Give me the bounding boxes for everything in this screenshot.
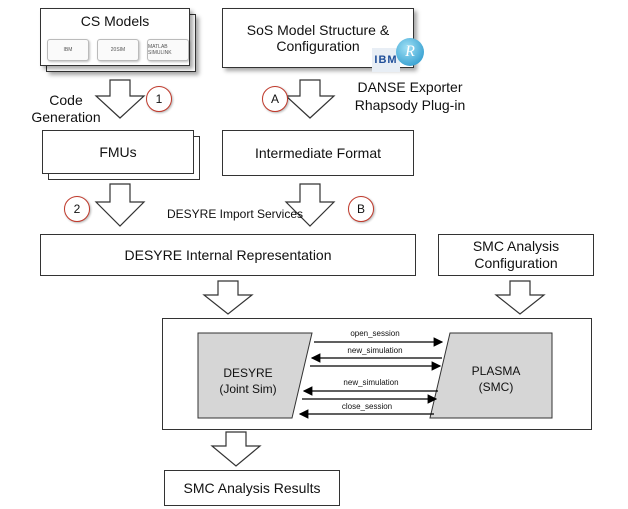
arrow-sos-to-intermediate (284, 79, 336, 119)
msg-new-simulation-1: new_simulation (347, 346, 403, 355)
msg-open-session: open_session (350, 329, 400, 338)
ibm-rhapsody-logo-icon: IBM (47, 39, 89, 61)
smc-config-line2: Configuration (474, 255, 558, 271)
intermediate-format-box: Intermediate Format (222, 130, 414, 176)
danse-exporter-line2: Rhapsody Plug-in (354, 97, 466, 113)
sos-model-line1: SoS Model Structure & (246, 22, 390, 38)
import-services-label: DESYRE Import Services (166, 207, 304, 221)
code-generation-line2: Generation (31, 109, 101, 125)
desyre-trapezoid (197, 332, 313, 419)
desyre-line2: (Joint Sim) (219, 382, 277, 396)
step-badge-b: B (348, 196, 374, 222)
step-badge-2: 2 (64, 196, 90, 222)
smc-config-box: SMC Analysis Configuration (438, 234, 594, 276)
danse-exporter-line1: DANSE Exporter (357, 79, 463, 95)
cs-models-title: CS Models (80, 13, 150, 29)
arrow-internal-to-sim (202, 280, 254, 315)
arrow-cs-to-fmus (94, 79, 146, 119)
danse-exporter-label: DANSE Exporter Rhapsody Plug-in (340, 78, 480, 114)
cs-models-box: CS Models IBM 20SIM MATLAB SIMULINK (40, 8, 190, 66)
step-badge-a: A (262, 86, 288, 112)
desyre-line1: DESYRE (223, 366, 273, 380)
plasma-trapezoid (429, 332, 553, 419)
plasma-line1: PLASMA (471, 364, 521, 378)
r-logo-icon: R (396, 38, 424, 66)
plasma-label: PLASMA (SMC) (446, 363, 546, 395)
ibm-logo-text: IBM (372, 48, 400, 72)
arrow-sim-to-results (210, 431, 262, 467)
smc-config-line1: SMC Analysis (472, 238, 560, 254)
arrow-intermediate-to-internal (284, 183, 336, 227)
sos-model-line2: Configuration (276, 38, 360, 54)
smc-results-box: SMC Analysis Results (164, 470, 340, 506)
plasma-line2: (SMC) (478, 380, 514, 394)
internal-representation-box: DESYRE Internal Representation (40, 234, 416, 276)
msg-close-session: close_session (341, 402, 393, 411)
arrow-fmus-to-internal (94, 183, 146, 227)
code-generation-line1: Code (49, 92, 83, 108)
fmus-box: FMUs (42, 130, 194, 174)
desyre-label: DESYRE (Joint Sim) (198, 365, 298, 397)
20sim-logo-icon: 20SIM (97, 39, 139, 61)
arrow-config-to-sim (494, 280, 546, 315)
matlab-simulink-logo-icon: MATLAB SIMULINK (147, 39, 189, 61)
ibm-rhapsody-logo-icon: IBM R (372, 38, 424, 74)
code-generation-label: Code Generation (26, 92, 106, 126)
step-badge-1: 1 (146, 86, 172, 112)
msg-new-simulation-2: new_simulation (343, 378, 399, 387)
